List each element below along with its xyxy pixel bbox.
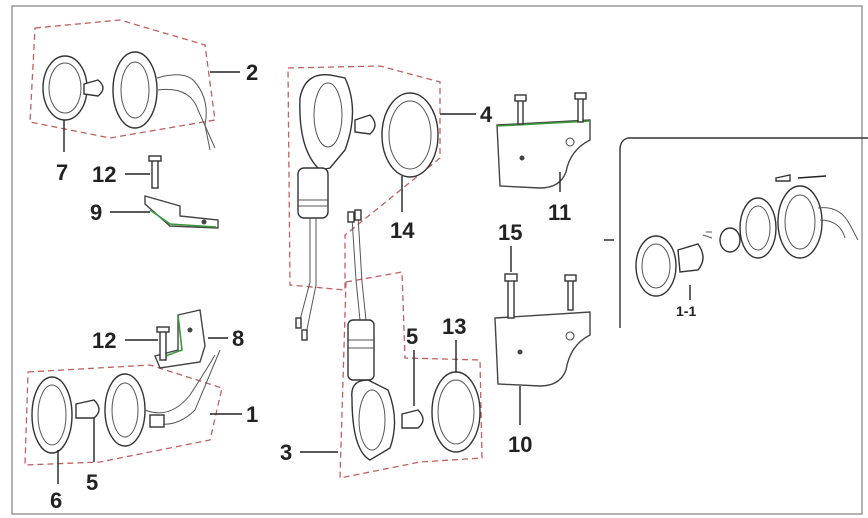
callout-10: 10 xyxy=(508,432,532,457)
callout-9: 9 xyxy=(90,200,102,225)
assembly-2-outline xyxy=(29,19,216,139)
lens-7 xyxy=(42,55,88,121)
diagram-border xyxy=(11,5,863,515)
callout-1: 1 xyxy=(246,402,258,427)
lens-14 xyxy=(381,92,439,178)
callout-2: 2 xyxy=(246,60,258,85)
assembly-3-outline xyxy=(339,271,483,479)
callout-13: 13 xyxy=(442,314,466,339)
assembly-1-front-left-turn-signal xyxy=(24,349,223,466)
housing-2 xyxy=(112,51,158,129)
bulb-5-lower-left xyxy=(75,399,100,419)
inset-bulb xyxy=(677,243,704,273)
bracket-8-group xyxy=(154,309,206,369)
bracket-11-group xyxy=(496,92,591,189)
callout-11: 11 xyxy=(548,200,571,225)
stem-4 xyxy=(297,167,329,219)
leader-lines xyxy=(57,71,561,484)
callout-4: 4 xyxy=(480,102,493,127)
bulb-part xyxy=(83,79,104,97)
callout-8: 8 xyxy=(232,326,244,351)
bolt-15 xyxy=(507,279,515,319)
inset-reflector xyxy=(739,197,777,259)
lens-6 xyxy=(31,376,73,454)
callout-12-lower: 12 xyxy=(92,328,116,353)
bolt-11-left xyxy=(517,99,524,125)
screw-12-lower xyxy=(159,329,167,361)
callout-1-1: 1-1 xyxy=(676,303,696,319)
callout-labels: 2 7 12 9 4 14 11 15 8 12 1 6 5 3 5 13 10… xyxy=(50,60,696,513)
assembly-1-outline xyxy=(24,364,223,466)
bracket-11 xyxy=(496,119,591,189)
housing-3 xyxy=(351,379,396,461)
assembly-4-outline xyxy=(287,65,441,291)
callout-3: 3 xyxy=(280,440,292,465)
callout-15: 15 xyxy=(498,220,522,245)
callout-14: 14 xyxy=(390,218,415,243)
screw-12-upper xyxy=(151,157,159,189)
assembly-4-rear-right-turn-signal xyxy=(287,65,441,341)
callout-12-upper: 12 xyxy=(92,162,116,187)
bracket-10-group xyxy=(494,273,591,387)
callout-5-left: 5 xyxy=(86,470,98,495)
bracket-9 xyxy=(144,195,219,229)
inset-socket xyxy=(719,227,741,253)
callout-5-center: 5 xyxy=(406,324,418,349)
bolt-11-right xyxy=(577,97,584,123)
lens-13 xyxy=(431,371,481,453)
stem-3 xyxy=(347,319,375,381)
bracket-9-group xyxy=(144,155,219,229)
inset-screw xyxy=(775,174,791,182)
detail-inset-1-1 xyxy=(604,137,868,328)
inset-border xyxy=(619,137,868,328)
bolt-10-right xyxy=(567,279,574,311)
callout-7: 7 xyxy=(56,160,68,185)
housing-1 xyxy=(104,373,146,447)
assembly-2-front-right-turn-signal xyxy=(29,19,216,151)
assembly-3-rear-left-turn-signal xyxy=(339,209,483,479)
callout-6: 6 xyxy=(50,488,62,513)
bulb-5-lower-center xyxy=(401,409,424,429)
housing-4 xyxy=(299,74,354,171)
bracket-10 xyxy=(494,311,591,387)
